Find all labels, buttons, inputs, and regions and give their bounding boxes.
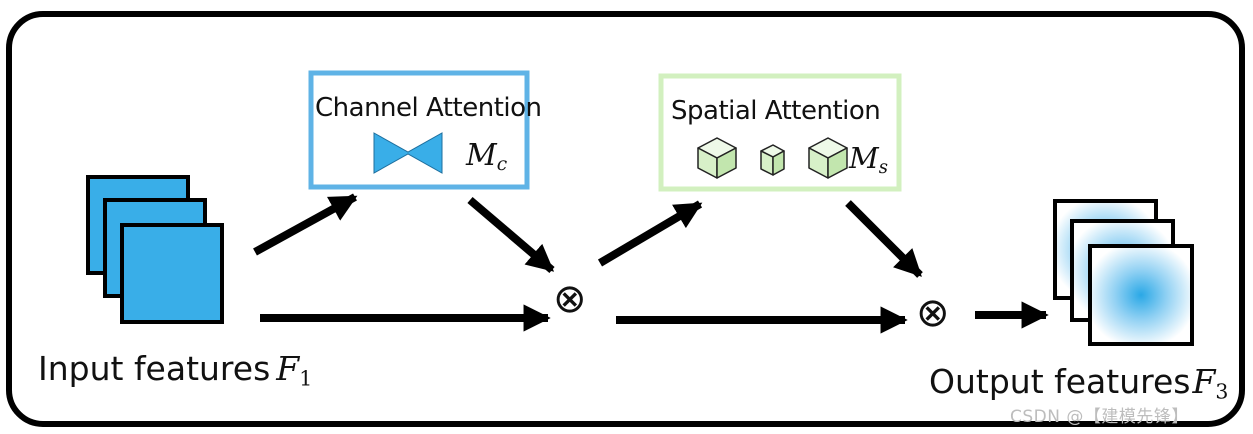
input-feature-maps: [86, 175, 224, 324]
arrow-mult1-to-spatial: [597, 200, 703, 267]
output-features-label: Output featuresF3: [929, 362, 1229, 404]
watermark: CSDN @【建模先锋】: [1010, 407, 1189, 427]
spatial-attention-symbol: Ms: [849, 141, 888, 179]
arrow-spatial-to-mult2: [845, 200, 923, 278]
outer-frame: [6, 11, 1245, 427]
cube-small-icon: [760, 144, 785, 176]
arrow-input-to-channel: [253, 193, 358, 256]
multiply-operator-2: ⊗: [916, 290, 950, 336]
spatial-attention-label: Spatial Attention: [671, 96, 881, 126]
cube-icon-2: [808, 137, 848, 179]
channel-attention-label: Channel Attention: [315, 93, 542, 123]
channel-attention-box: [308, 70, 530, 190]
cube-icon: [697, 137, 737, 179]
multiply-operator-1: ⊗: [553, 276, 587, 322]
channel-attention-symbol: Mc: [466, 138, 508, 176]
arrow-channel-to-mult1: [467, 196, 555, 274]
output-feature-maps: [1053, 199, 1194, 346]
bowtie-icon: [373, 132, 443, 174]
